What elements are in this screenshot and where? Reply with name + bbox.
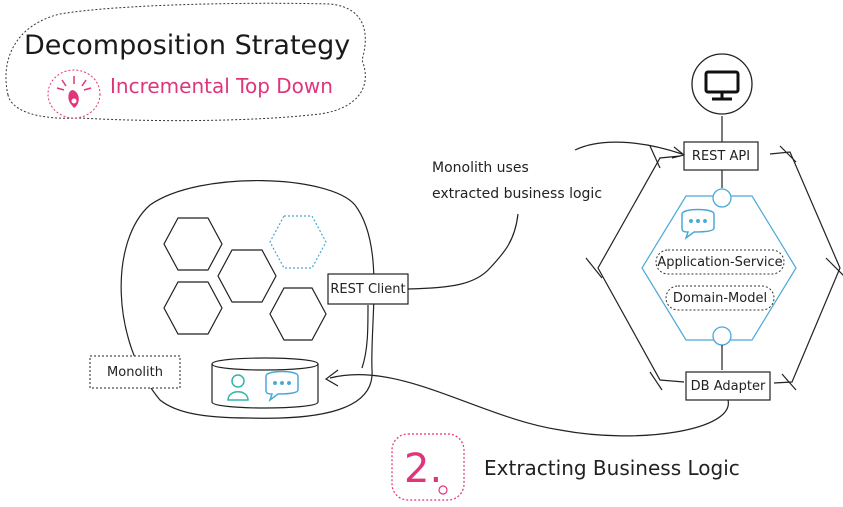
annotation-to-api-arrow [574,141,683,155]
api-port [712,188,732,208]
diagram-title: Decomposition Strategy [24,30,351,61]
application-service-box [655,249,785,275]
db-adapter-label: DB Adapter [690,378,766,394]
monolith-label: Monolith [107,364,163,380]
step-number-frame [391,433,465,501]
rest-api-label: REST API [691,148,751,164]
hexagon [269,287,327,341]
step-title: Extracting Business Logic [484,456,740,480]
monolith-box [89,355,181,389]
title-cloud [5,2,366,122]
hexagon [217,249,277,303]
client-to-annotation-line [407,213,519,290]
service-chat-bubble-icon [681,208,715,241]
db-adapter-box [685,371,771,401]
monolith-hexagons [163,215,327,341]
application-service-label: Application-Service [657,254,783,270]
domain-model-box [665,285,775,311]
client-inner-line [361,304,369,369]
rest-client-label: REST Client [330,281,406,297]
annotation-line-2: extracted business logic [432,186,603,202]
monitor-icon [691,53,753,115]
database-icon [211,357,319,409]
service-outer-hexagon [585,145,843,391]
rest-api-box [683,141,759,171]
hexagon [163,281,223,335]
touch-icon [47,69,101,119]
service-inner-hexagon [641,195,797,341]
user-icon [227,374,249,401]
monolith-boundary [120,180,375,419]
diagram-subtitle: Incremental Top Down [110,74,333,98]
step-number: 2. [404,446,443,492]
rest-client-box [327,273,409,305]
annotation-line-1: Monolith uses [432,160,529,176]
hexagon-extracted [269,215,327,269]
domain-model-label: Domain-Model [672,290,768,306]
chat-bubble-icon [265,370,299,403]
db-port [712,326,732,346]
hexagon [163,217,223,271]
adapter-to-database-arrow [329,373,729,437]
